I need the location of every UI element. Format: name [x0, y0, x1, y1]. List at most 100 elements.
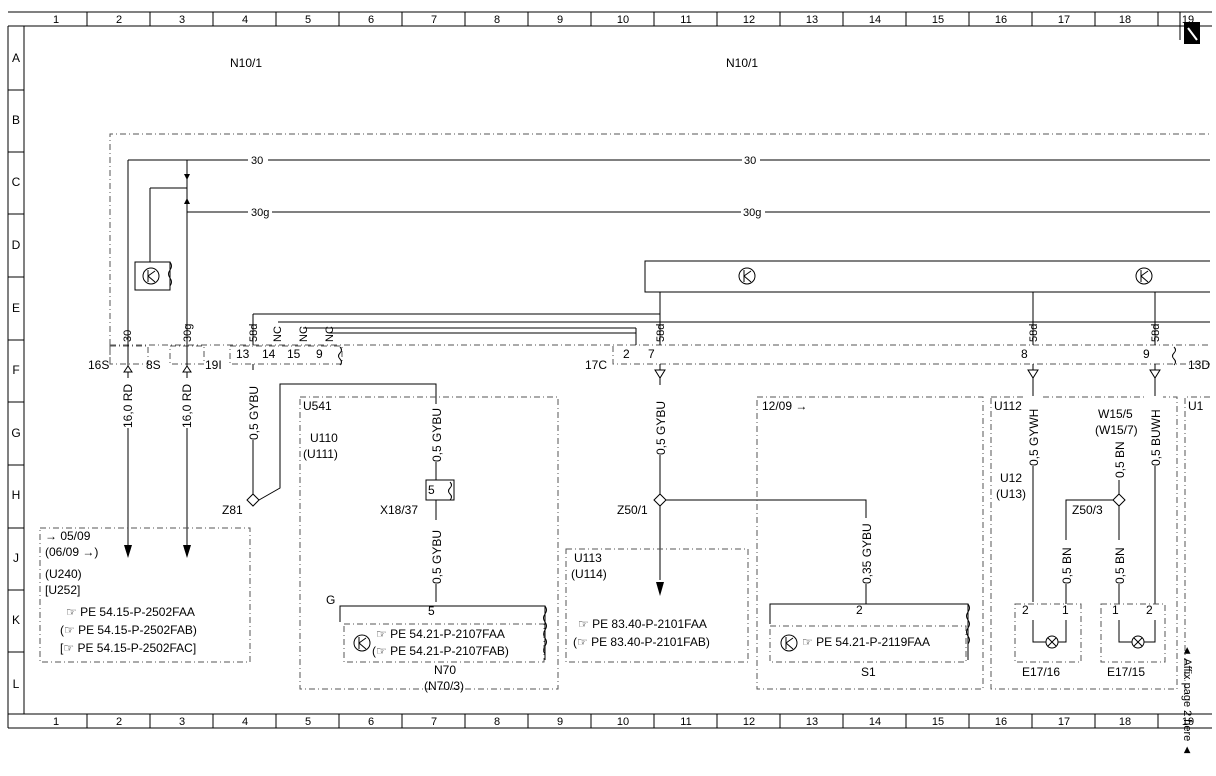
col-label: 3	[179, 14, 185, 26]
wire-label: 0,5 GYBU	[247, 386, 261, 440]
col-label: 10	[617, 716, 629, 728]
wire-label: 16,0 RD	[180, 384, 194, 428]
ref-link[interactable]: [☞ PE 54.15-P-2502FAC]	[60, 641, 196, 655]
svg-text:30: 30	[744, 155, 756, 167]
module-title-right: N10/1	[726, 56, 758, 70]
wire-label: 16,0 RD	[121, 384, 135, 428]
wire-16RD-1: 16,0 RD	[120, 345, 136, 558]
col-label: 7	[431, 14, 437, 26]
col-label: 3	[179, 716, 185, 728]
wire-16RD-2: 16,0 RD	[179, 345, 195, 558]
g-label: G	[326, 593, 335, 607]
col-label: 10	[617, 14, 629, 26]
svg-text:30: 30	[251, 155, 263, 167]
bus-30g: 30g 30g	[187, 206, 1210, 219]
pin-label: NC	[272, 326, 284, 342]
diode-symbol	[149, 160, 190, 345]
row-label: C	[12, 175, 21, 189]
u1-label: U1	[1188, 399, 1204, 413]
svg-text:2: 2	[856, 603, 863, 617]
col-label: 9	[557, 14, 563, 26]
col-label: 14	[869, 716, 881, 728]
pin-label: NC	[324, 326, 336, 342]
w157-label: (W15/7)	[1095, 423, 1138, 437]
internal-lines	[252, 292, 1210, 345]
connector-label: 14	[262, 347, 276, 361]
e1715-label: E17/15	[1107, 665, 1145, 679]
col-label: 11	[680, 14, 691, 26]
connector-label: 13D	[1188, 358, 1210, 372]
u13-label: (U13)	[996, 487, 1026, 501]
bus-30: 30 30	[127, 155, 1210, 345]
connector-row: 16S 8S 19I 13 14 15 9 17C 2 7 8 9 13D	[88, 345, 1210, 372]
connector-label: 8S	[146, 358, 161, 372]
pin-label: 58d	[248, 324, 260, 342]
x1837-label: X18/37	[380, 503, 418, 517]
module-boundary	[109, 133, 1210, 345]
transistor-icon	[353, 634, 371, 652]
col-label: 11	[680, 716, 691, 728]
connector-label: 13	[236, 347, 250, 361]
col-label: 6	[368, 716, 374, 728]
col-label: 14	[869, 14, 881, 26]
connector-label: 2	[623, 347, 630, 361]
column-labels-bottom: 1 2 3 4 5 6 7 8 9 10 11 12 13 14 15 16 1…	[53, 716, 1194, 728]
doc-line: [U252]	[45, 583, 80, 597]
page-ref: 12/09 →	[762, 399, 807, 413]
ref-link[interactable]: ☞ PE 83.40-P-2101FAA	[578, 617, 707, 631]
row-label: K	[12, 613, 20, 627]
connector-label: 15	[287, 347, 301, 361]
wire-label: 0,5 GYBU	[430, 408, 444, 462]
connector-label: 8	[1021, 347, 1028, 361]
z503-label: Z50/3	[1072, 503, 1103, 517]
ref-link[interactable]: ☞ PE 54.21-P-2107FAA	[376, 627, 505, 641]
ref-link[interactable]: (☞ PE 54.21-P-2107FAB)	[372, 644, 509, 658]
u110-label: U110	[310, 431, 338, 445]
svg-text:1: 1	[1112, 603, 1119, 617]
col-label: 5	[305, 14, 311, 26]
grid-frame	[7, 11, 1212, 729]
wire-gybu-center: 0,5 GYBU Z50/1	[617, 364, 867, 604]
u112-box	[990, 396, 1178, 690]
u112-label: U112	[994, 399, 1022, 413]
col-label: 12	[743, 716, 755, 728]
pin-labels-left: 30 30g 58d NC NC NC 58d 58d 58d	[122, 324, 1162, 342]
wire-label: 0,5 GYBU	[654, 401, 668, 455]
row-label: B	[12, 113, 20, 127]
wire-label: 0,5 BUWH	[1149, 409, 1163, 466]
col-label: 16	[995, 14, 1007, 26]
bus-label: 30g	[743, 207, 761, 219]
ground-label-z81: Z81	[222, 503, 243, 517]
col-label: 19	[1182, 716, 1194, 728]
column-labels-top: 1 2 3 4 5 6 7 8 9 10 11 12 13 14 15 16 1…	[53, 14, 1194, 26]
n70-label: N70	[434, 663, 456, 677]
pin-label: 58d	[1028, 324, 1040, 342]
s1-box	[756, 396, 984, 690]
col-label: 17	[1058, 716, 1070, 728]
svg-text:5: 5	[428, 604, 435, 618]
ref-link[interactable]: ☞ PE 54.15-P-2502FAA	[66, 605, 195, 619]
wire-label: 0,5 GYWH	[1027, 409, 1041, 466]
ref-link[interactable]: ☞ PE 54.21-P-2119FAA	[802, 635, 930, 649]
ref-link[interactable]: (☞ PE 83.40-P-2101FAB)	[573, 635, 710, 649]
connector-label: 9	[316, 347, 323, 361]
col-label: 15	[932, 716, 944, 728]
module-title-left: N10/1	[230, 56, 262, 70]
e1716-label: E17/16	[1022, 665, 1060, 679]
col-label: 18	[1119, 14, 1131, 26]
transistor-box-left	[134, 261, 172, 291]
col-label: 1	[53, 14, 59, 26]
connector-label: 16S	[88, 358, 109, 372]
doc-line: (06/09 →)	[45, 545, 98, 559]
col-label: 12	[743, 14, 755, 26]
lamp-e1716: 2 1 E17/16	[1014, 603, 1082, 679]
row-label: E	[12, 301, 20, 315]
column-tick-marks	[86, 12, 1159, 728]
u113-box	[565, 548, 749, 663]
doc-box-left	[39, 527, 251, 663]
row-label: D	[12, 238, 21, 252]
row-label: F	[12, 363, 19, 377]
wire-gywh: 0,5 GYWH	[1025, 364, 1041, 602]
ref-link[interactable]: (☞ PE 54.15-P-2502FAB)	[60, 623, 197, 637]
